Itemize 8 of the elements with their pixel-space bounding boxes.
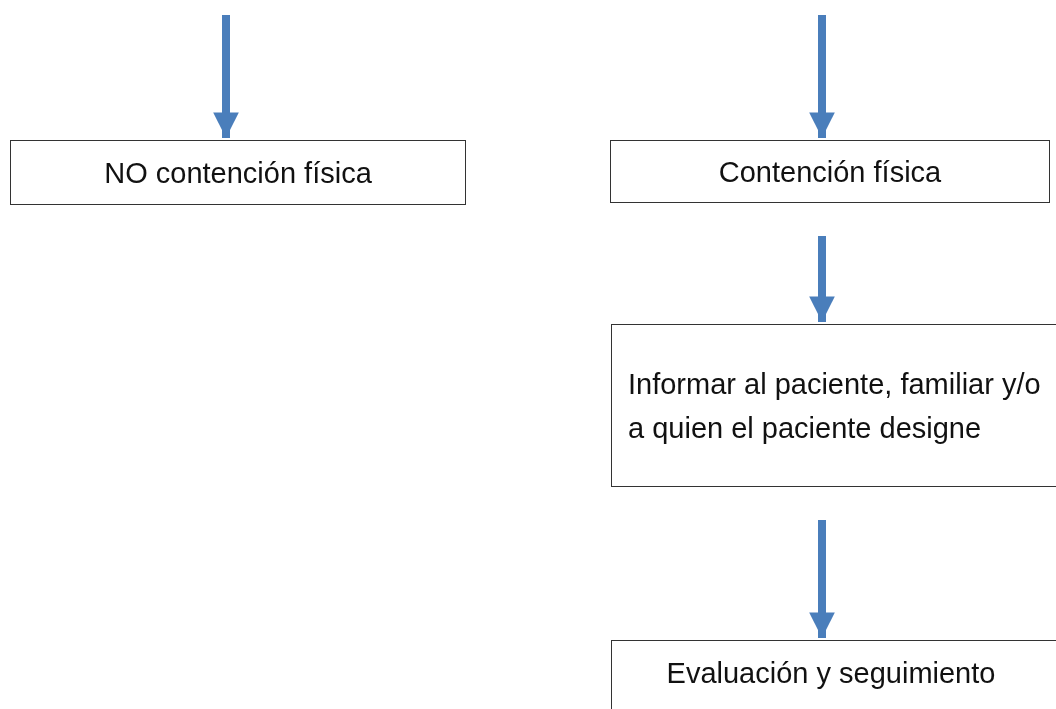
process-box xyxy=(611,324,1056,487)
process-box xyxy=(611,640,1056,709)
box-text: Evaluación y seguimiento xyxy=(666,656,996,691)
process-box xyxy=(10,140,466,205)
box-text: NO contención física xyxy=(104,155,372,191)
box-text: Contención física xyxy=(718,154,942,190)
process-box xyxy=(610,140,1050,203)
box-text: Informar al paciente, familiar y/o a quien el paciente designe xyxy=(628,366,1042,446)
